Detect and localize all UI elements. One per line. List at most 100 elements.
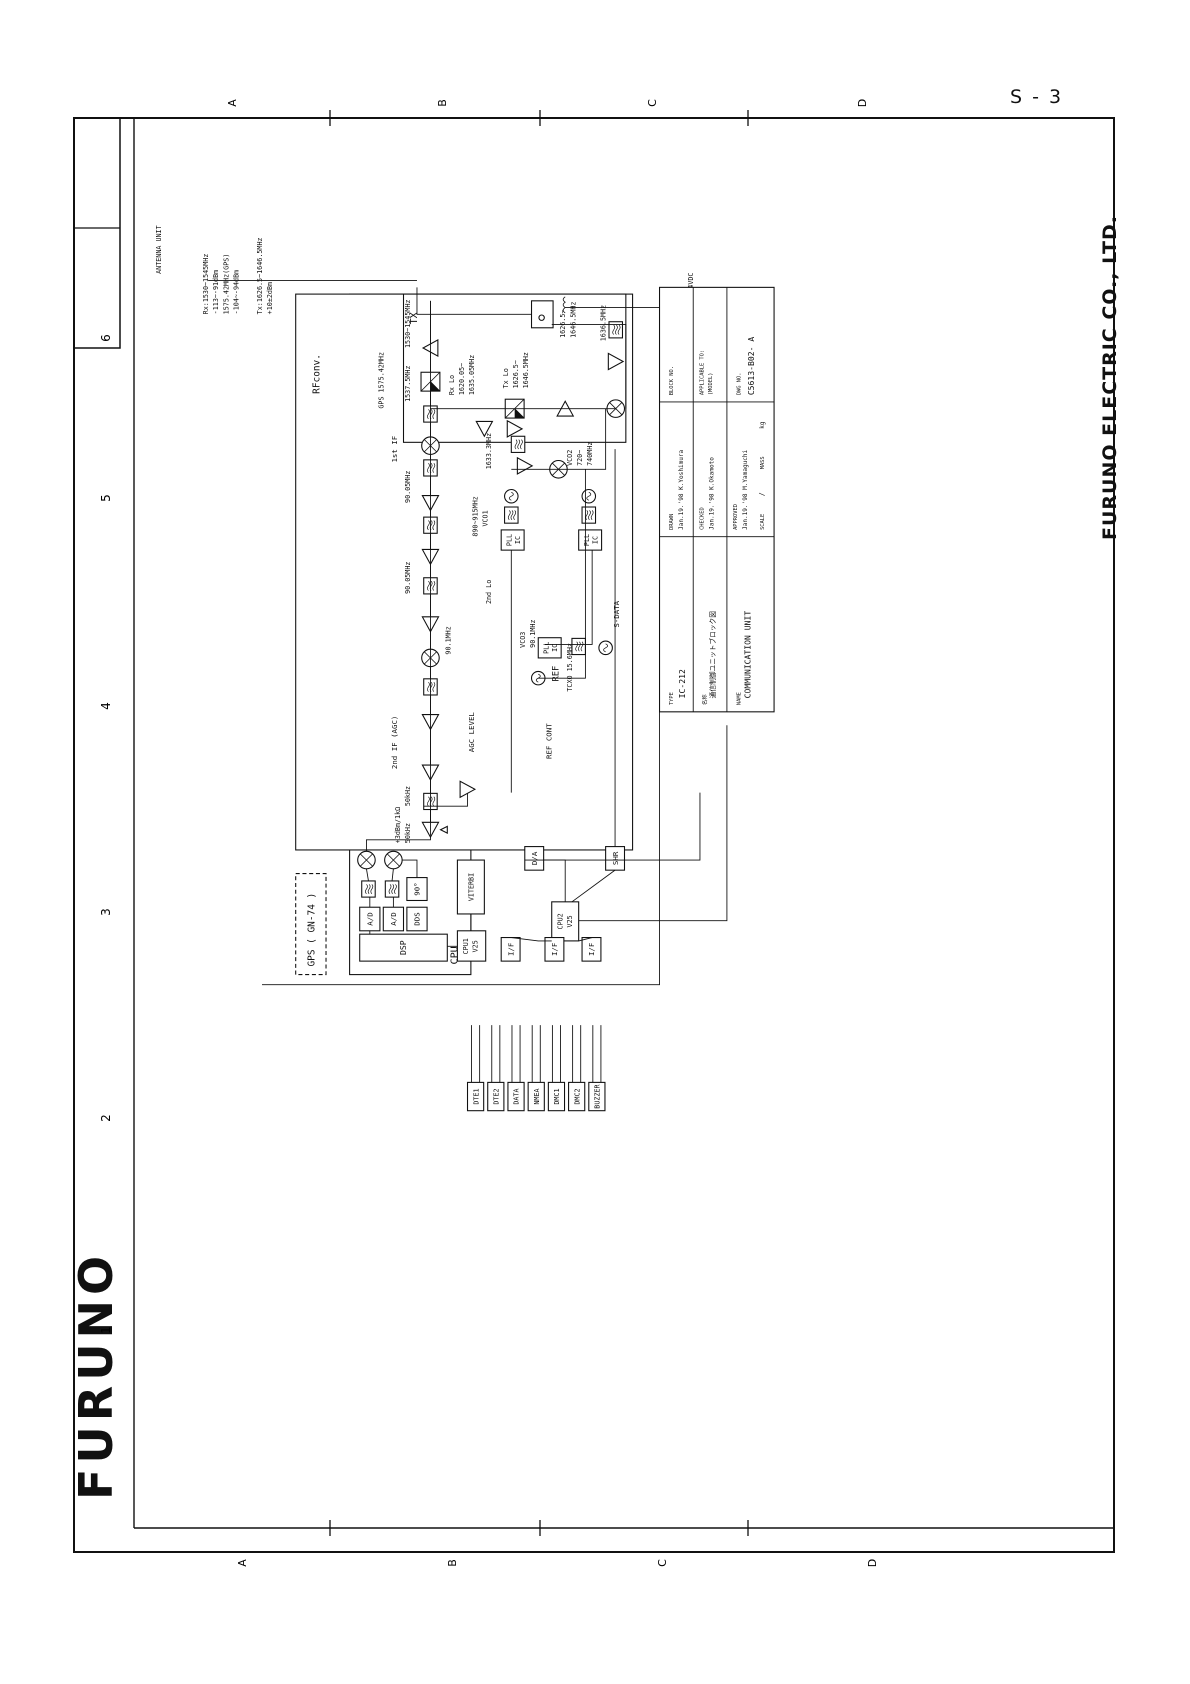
out-freq-label: 50kHz [404,823,412,843]
first-if-label: 1st IF [390,435,399,462]
ref-cont-label: REF CONT [545,723,554,759]
tb-mass-unit: kg [759,421,766,429]
gps-freq-label: GPS 1575.42MHz [377,352,385,409]
antenna-rx1: Rx:1530~1545MHz [202,254,210,315]
output-port-label: DATA [513,1088,521,1104]
wire [544,550,593,645]
tb-type-value: IC-212 [677,669,687,698]
vco2-freq2-label: 740MHz [586,442,594,466]
dsp-block [359,933,448,962]
tx-lo-label: Tx Lo [502,368,510,388]
vco2-label: VCO2 [566,450,574,466]
zone-letter-label: A [236,1559,249,1567]
bandpass-filter [571,637,586,656]
cpu-filter-2 [384,880,400,898]
antenna-title: ANTENNA UNIT [155,225,163,274]
zone-number-label: 2 [99,1114,113,1122]
if-block-1 [500,937,521,962]
tb-checked-label: CHECKED [699,507,705,530]
filter-symbol [514,439,523,450]
dds-block-label: DDS [413,912,422,925]
brand-logo: FURUNO [69,1251,123,1500]
svg-text:FURUNO: FURUNO [69,1251,123,1500]
company-name: FURUNO ELECTRIC CO., LTD. [1099,215,1121,540]
output-port-nmea [527,1081,545,1112]
tb-checked-sign: Jan.19.'98 K.Okamoto [708,457,715,530]
wire [511,408,607,470]
tx-lo-f1-label: 1626.5~ [512,360,520,388]
output-port-label: BUZZER [594,1083,602,1108]
tx-inductor [562,296,566,314]
out-level-label: +3dBm/1kΩ [394,807,402,843]
dds-block [406,906,428,932]
f1530-label: 1530~1545MHz [404,299,412,348]
output-port-label: DMC1 [553,1088,561,1104]
lo-amp [506,419,524,438]
cpu1-block [456,930,487,962]
f1537-label: 1537.5MHz [404,365,412,401]
f90-05b-label: 90.05MHz [404,471,412,503]
vco1-label: VCO1 [482,510,490,526]
if-block-1-label: I/F [506,942,515,956]
antenna-rx4: -104~-94dBm [232,270,240,315]
tb-drawn-label: DRAWN [669,514,675,530]
output-port-dmc1 [547,1081,566,1112]
tb-applicable-sub: (MODEL) [708,373,714,396]
pll-ic [537,637,562,659]
pll-ic [500,529,525,551]
rx-lo-f1-label: 1620.05~ [458,363,466,395]
detector-diode [439,825,448,834]
f90-05a-label: 90.05MHz [404,562,412,594]
mixer-cross [387,853,400,867]
mixer-cross [609,402,623,415]
f1626a-label: 1626.5~ [559,310,567,338]
filter-symbol [575,641,584,652]
pll-label: PLL [542,642,550,654]
wire [402,859,418,878]
tx-lo-f2-label: 1646.5MHz [522,352,530,388]
da-converter-label: D/A [530,851,539,865]
zone-letter-label: C [656,1559,669,1567]
output-port-label: DTE1 [472,1088,480,1104]
vco2-freq1-label: 720~ [576,450,584,466]
output-port-label: NMEA [533,1088,541,1104]
bandpass-filter [504,506,519,524]
zone-letter-label: B [436,99,449,107]
gps-receiver-box [295,872,327,976]
tb-name-jp: 通信制御ユニットブロック図 [708,611,717,699]
bandpass-filter [510,435,526,453]
filter-symbol [365,884,374,894]
antenna-tx2: +10±2dBm [266,282,274,314]
tb-applicable-label: APPLICABLE TO: [699,350,705,395]
s-data-label: S-DATA [612,600,621,627]
bandpass-filter [581,506,597,524]
agc-amplifier [459,780,477,799]
ad-converter-2-label: A/D [389,912,398,925]
f1636-label: 1636.5MHz [600,305,608,341]
cpu2-label: CPU2 [557,913,565,929]
cpu2-sub-label: V25 [566,915,574,927]
tb-name-value: COMMUNICATION UNIT [742,611,752,699]
mixer-cross [360,853,373,867]
pll-label: PLL [505,534,513,546]
wire [538,469,586,679]
vco3-freq-label: 90.1MHz [529,619,537,647]
rfconv-section-label: RFconv. [311,354,322,394]
zone-letter-label: D [856,99,869,107]
antenna-rx3: 1575.42MHz(GPS) [222,254,230,315]
zone-number-label: 5 [99,494,113,502]
tb-mass-label: MASS [760,456,766,469]
ref-label: REF [551,666,561,682]
tb-approved-sign: Jan.19.'98 M.Yamaguchi [742,449,749,529]
output-port-label: DMC2 [573,1088,581,1104]
f1626b-label: 1646.5MHz [569,301,577,337]
wire [416,287,532,315]
wire [366,868,369,882]
tx-driver-amp [607,352,625,371]
v24-label: 24VDC [687,273,695,293]
vco-buffer-amp [516,456,534,475]
shr-block-label: SHR [611,851,620,865]
zone-number-label: 1 [99,1326,113,1334]
tx-filter [608,321,624,339]
